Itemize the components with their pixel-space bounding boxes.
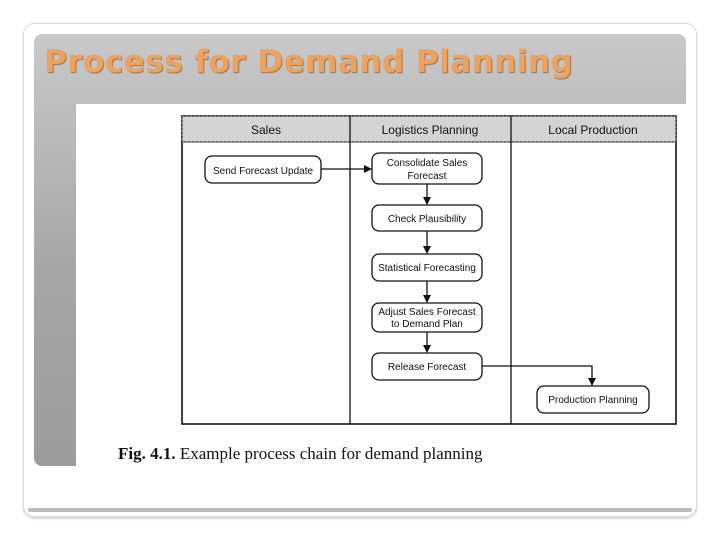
node-consolidate-sales-forecast-line-2: Forecast	[408, 171, 447, 182]
figure-caption-number: Fig. 4.1.	[118, 444, 176, 463]
swimlane-diagram: Sales Logistics Planning Local Productio…	[181, 115, 677, 425]
node-release-forecast: Release Forecast	[371, 352, 483, 381]
node-adjust-sales-forecast-line-2: to Demand Plan	[391, 319, 463, 330]
lane-label-local-production: Local Production	[548, 123, 637, 137]
node-release-forecast-label: Release Forecast	[388, 362, 467, 373]
figure-caption-text: Example process chain for demand plannin…	[179, 444, 483, 463]
node-adjust-sales-forecast-line-1: Adjust Sales Forecast	[378, 307, 475, 318]
node-adjust-sales-forecast: Adjust Sales Forecast to Demand Plan	[371, 302, 483, 333]
swimlane-header	[181, 115, 677, 143]
node-send-forecast-update: Send Forecast Update	[204, 155, 322, 184]
node-statistical-forecasting-label: Statistical Forecasting	[378, 263, 476, 274]
node-production-planning-label: Production Planning	[548, 395, 638, 406]
node-consolidate-sales-forecast: Consolidate Sales Forecast	[371, 152, 483, 185]
node-consolidate-sales-forecast-line-1: Consolidate Sales	[387, 158, 468, 169]
slide-bottom-rule	[28, 508, 692, 512]
node-check-plausibility-label: Check Plausibility	[388, 214, 466, 225]
node-statistical-forecasting: Statistical Forecasting	[371, 253, 483, 282]
lane-label-logistics-planning: Logistics Planning	[382, 123, 479, 137]
figure-caption: Fig. 4.1. Example process chain for dema…	[118, 444, 482, 464]
edge-release-to-production	[482, 365, 596, 386]
node-production-planning: Production Planning	[536, 385, 650, 414]
process-chain-figure: Sales Logistics Planning Local Productio…	[76, 104, 694, 470]
lane-label-sales: Sales	[251, 123, 281, 137]
node-send-forecast-update-label: Send Forecast Update	[213, 166, 313, 177]
slide-title: Process for Demand Planning	[44, 44, 574, 80]
node-check-plausibility: Check Plausibility	[371, 204, 483, 232]
